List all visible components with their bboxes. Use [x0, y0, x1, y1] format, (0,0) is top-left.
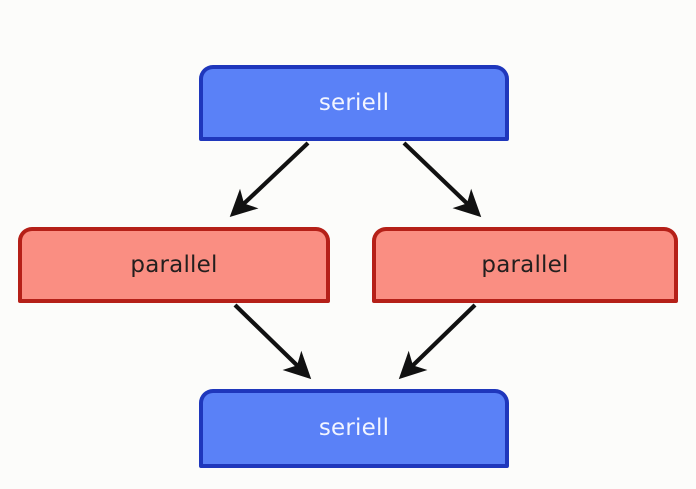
node-parallel-right[interactable]: parallel — [372, 227, 678, 303]
edge-left-to-bottom-arrow — [233, 303, 312, 380]
edge-top-to-right-arrow — [402, 141, 482, 218]
node-parallel-right-label: parallel — [481, 251, 569, 278]
node-seriell-bottom[interactable]: seriell — [199, 389, 509, 468]
node-seriell-top-label: seriell — [318, 89, 390, 116]
edge-right-to-bottom-arrow — [398, 303, 477, 380]
node-parallel-left-label: parallel — [130, 251, 218, 278]
edge-top-to-left-arrow — [229, 141, 310, 218]
node-seriell-top[interactable]: seriell — [199, 65, 509, 141]
node-seriell-bottom-label: seriell — [318, 415, 390, 441]
node-parallel-left[interactable]: parallel — [18, 227, 330, 303]
